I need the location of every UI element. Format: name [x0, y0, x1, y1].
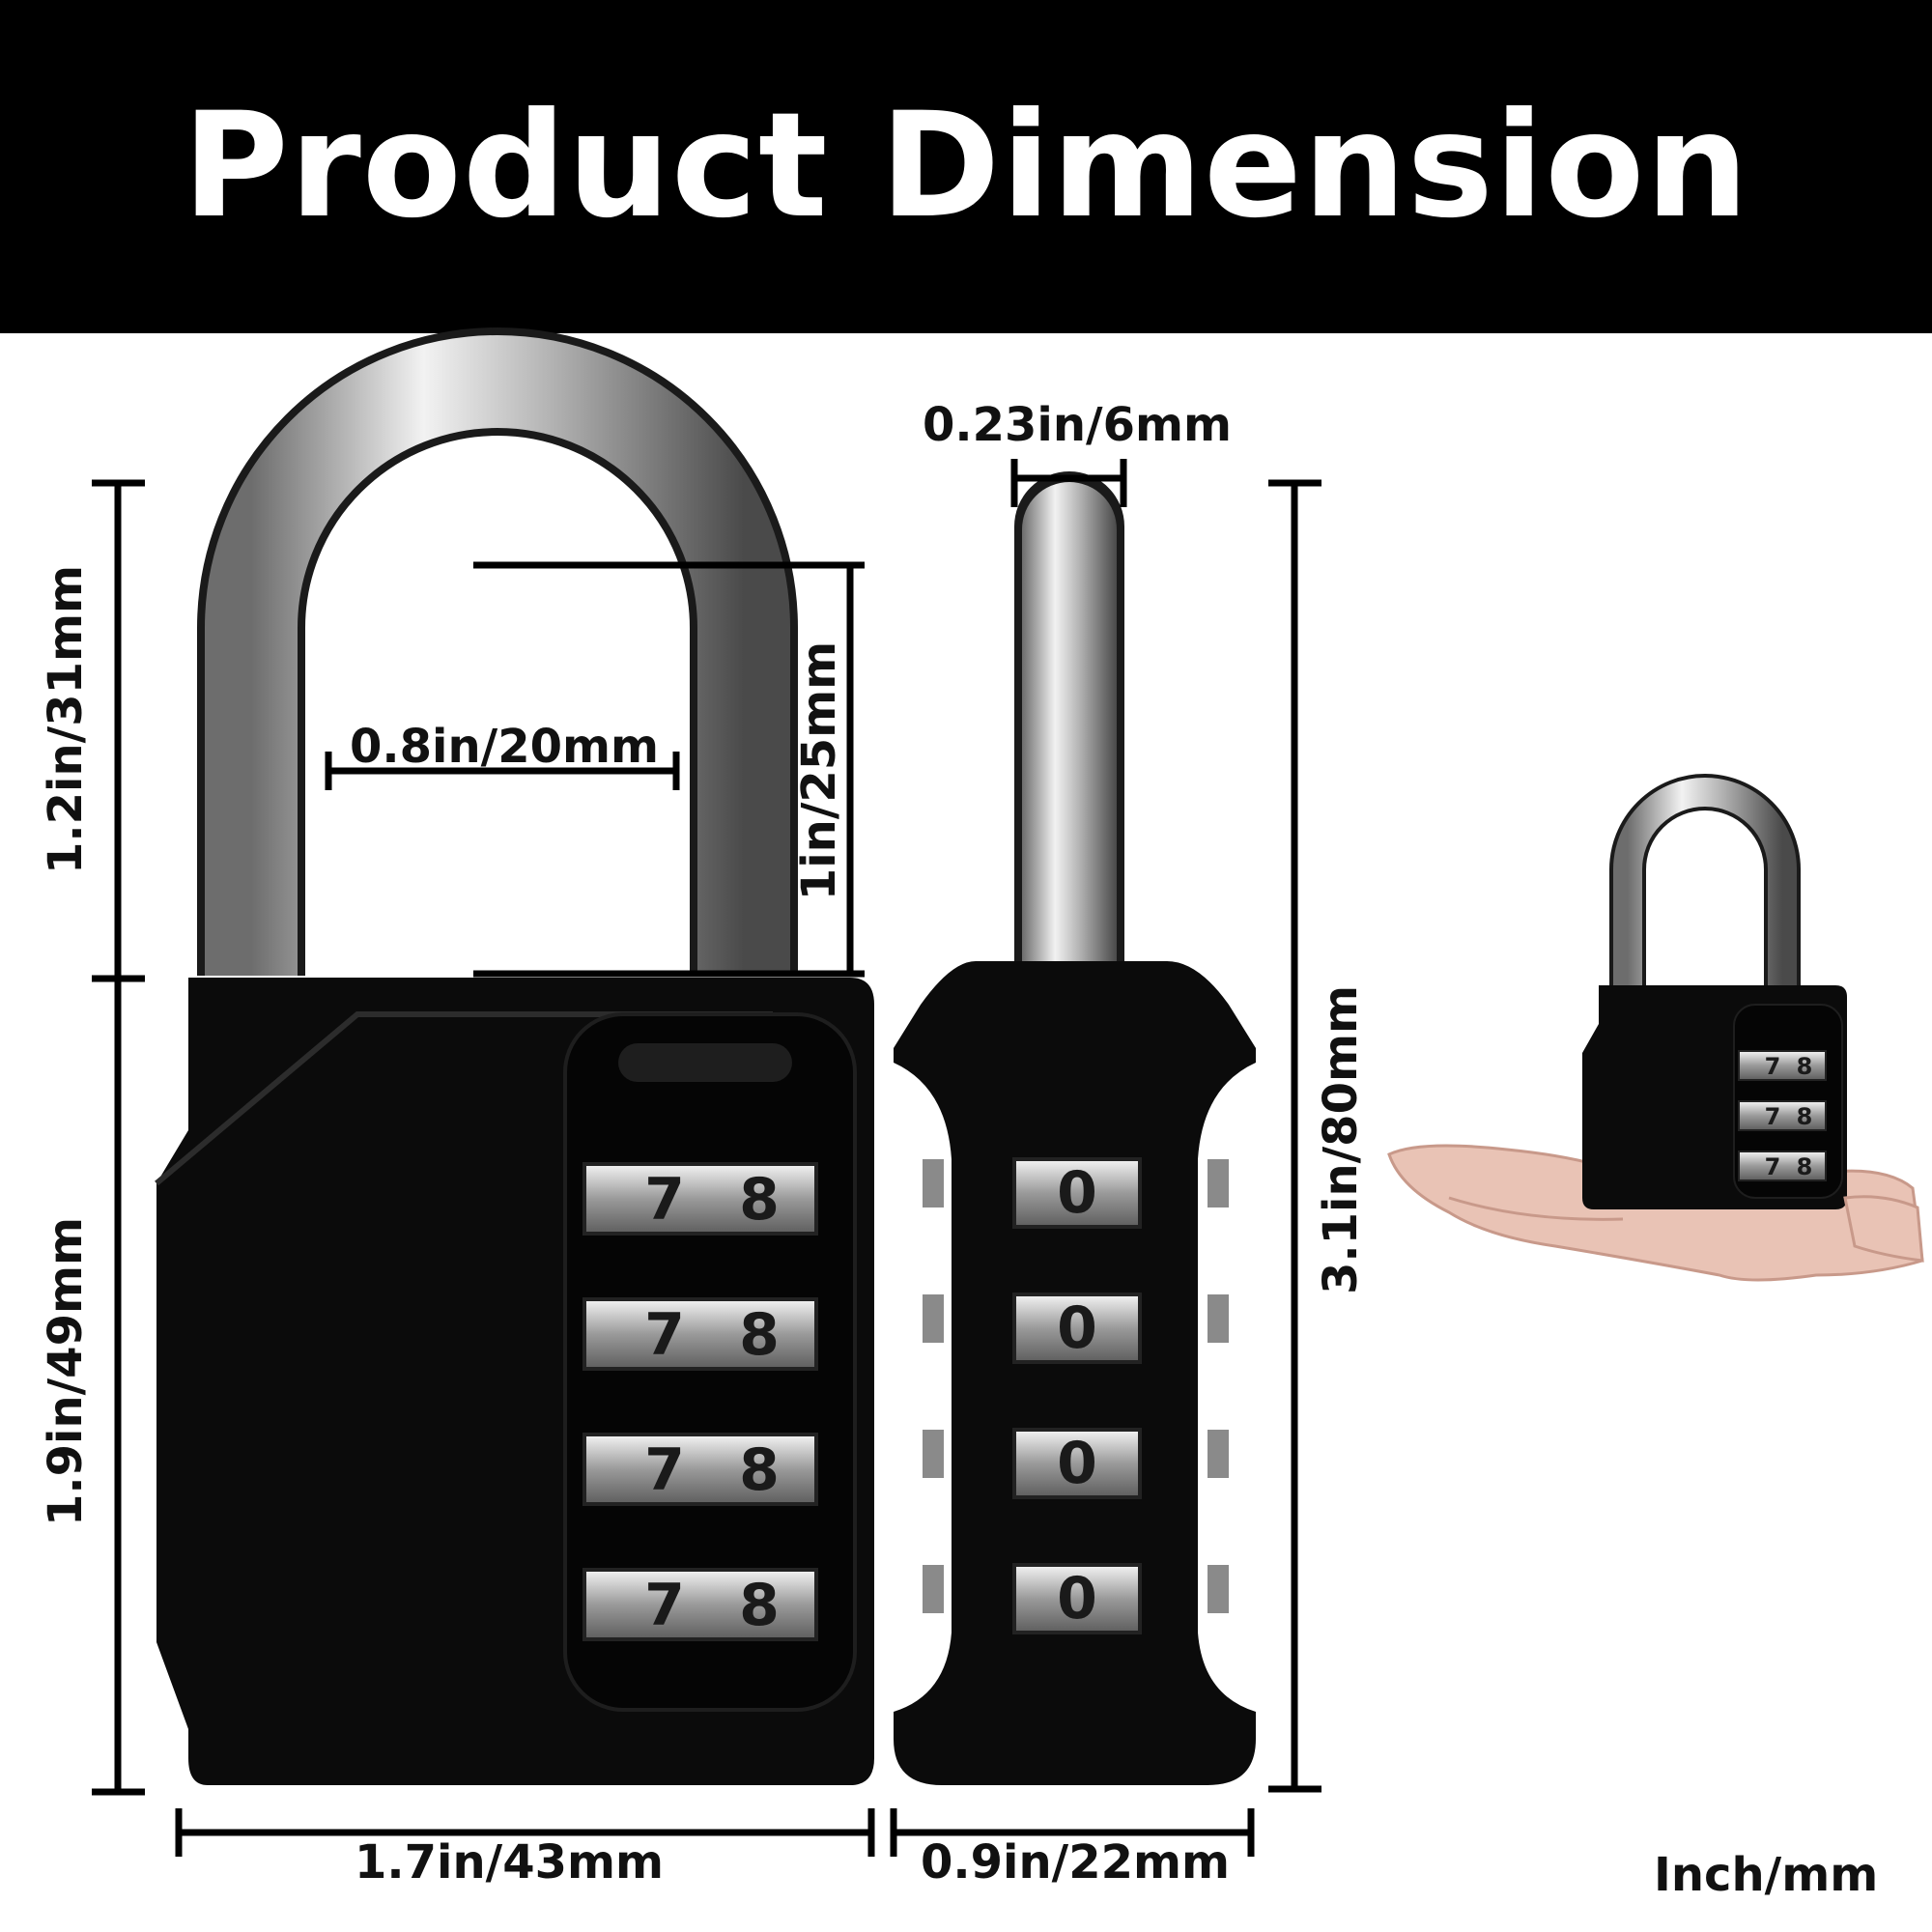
- front-dial-digit: 7: [644, 1572, 685, 1639]
- shackle-clearance-label: 1in/25mm: [792, 640, 846, 901]
- front-padlock: 7 8 7 8 7 8 7 8: [155, 327, 874, 1785]
- front-dial-digit: 8: [739, 1301, 780, 1369]
- hand-with-padlock: 7 8 7 8 7 8: [1387, 774, 1924, 1282]
- units-note: Inch/mm: [1654, 1848, 1879, 1902]
- front-dial-row-1: 7 8: [582, 1162, 818, 1236]
- front-dial-digit: 7: [644, 1436, 685, 1504]
- small-dial-digit: 7: [1765, 1053, 1781, 1080]
- small-dial-digit: 8: [1797, 1053, 1813, 1080]
- shackle-inner-width-label: 0.8in/20mm: [350, 720, 660, 774]
- small-dial-digit: 8: [1797, 1103, 1813, 1130]
- front-dial-digit: 8: [739, 1572, 780, 1639]
- side-dial-digit: 0: [1057, 1565, 1097, 1633]
- side-dial-digit: 0: [1057, 1294, 1097, 1362]
- small-dial-digit: 7: [1765, 1103, 1781, 1130]
- side-dial-digit: 0: [1057, 1159, 1097, 1227]
- small-dial-digit: 8: [1797, 1153, 1813, 1180]
- side-dial-digit: 0: [1057, 1430, 1097, 1497]
- body-depth-label: 0.9in/22mm: [921, 1835, 1231, 1889]
- small-dial-digit: 7: [1765, 1153, 1781, 1180]
- side-body: [894, 961, 1256, 1785]
- front-dial-digit: 7: [644, 1301, 685, 1369]
- thumb: [1843, 1195, 1924, 1263]
- shackle-diameter-label: 0.23in/6mm: [923, 398, 1233, 452]
- shackle-height-label: 1.2in/31mm: [39, 564, 93, 874]
- dimension-lines: [92, 459, 1321, 1857]
- front-dial-digit: 8: [739, 1436, 780, 1504]
- body-height-label: 1.9in/49mm: [39, 1216, 93, 1526]
- front-dial-row-4: 7 8: [582, 1568, 818, 1641]
- front-dial-digit: 7: [644, 1166, 685, 1234]
- total-height-label: 3.1in/80mm: [1314, 984, 1368, 1294]
- side-padlock: 0 0 0 0: [894, 471, 1256, 1785]
- body-width-label: 1.7in/43mm: [355, 1835, 665, 1889]
- page-title: Product Dimension: [182, 82, 1750, 250]
- front-dial-row-2: 7 8: [582, 1297, 818, 1371]
- title-banner: [0, 0, 1932, 333]
- front-dial-row-3: 7 8: [582, 1433, 818, 1506]
- front-dial-digit: 8: [739, 1166, 780, 1234]
